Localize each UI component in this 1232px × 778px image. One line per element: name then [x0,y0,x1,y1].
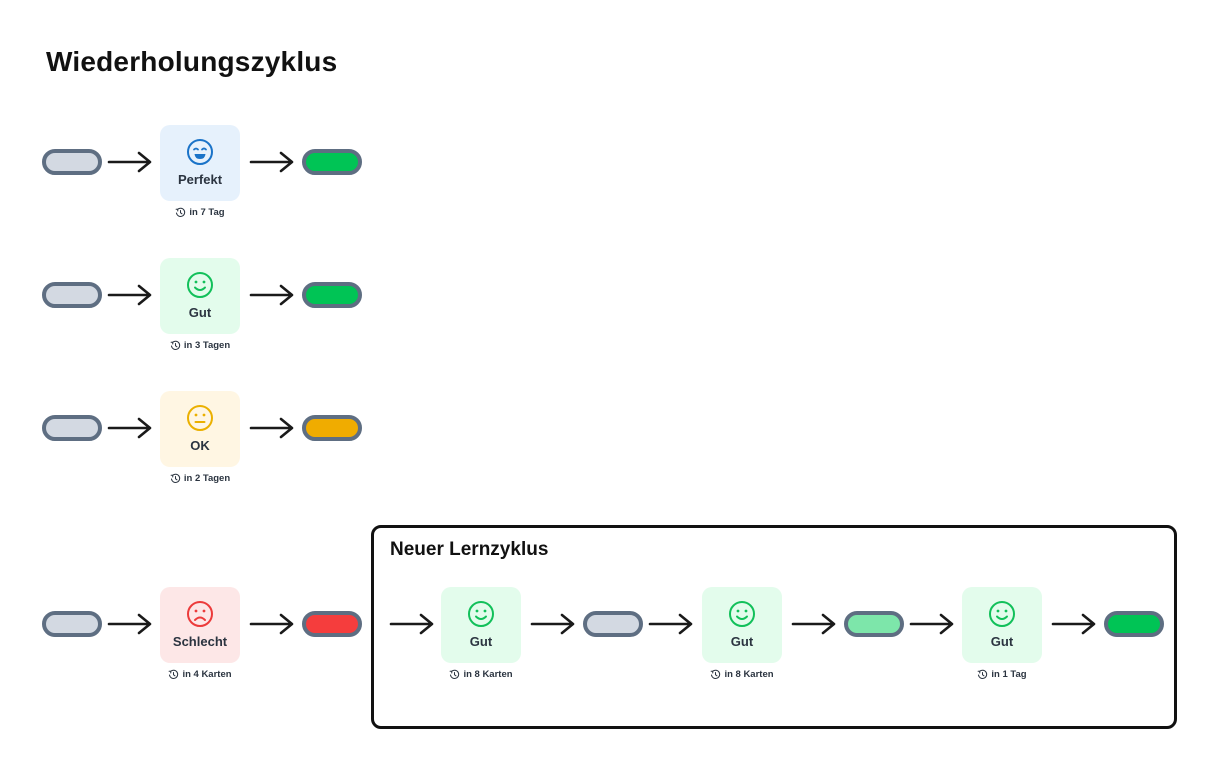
arrow-icon [107,612,153,636]
arrow-icon [791,612,837,636]
repeat-clock-icon [168,669,179,680]
result-pill-neutral [583,611,643,637]
rating-card-schlecht: Schlecht [160,587,240,663]
interval-text: in 8 Karten [463,669,513,680]
arrow-icon [249,283,295,307]
repeat-clock-icon [170,340,181,351]
arrow-icon [1051,612,1097,636]
result-pill-yellow [302,415,362,441]
page-title: Wiederholungszyklus [46,46,338,77]
interval-text: in 4 Karten [182,669,232,680]
interval-label: in 8 Karten [682,669,802,680]
arrow-icon [389,612,435,636]
new-cycle-title: Neuer Lernzyklus [390,539,549,560]
arrow-icon [107,416,153,440]
repeat-clock-icon [175,207,186,218]
interval-label: in 7 Tag [140,207,260,218]
smiling-face-icon [988,587,1016,628]
result-pill-light-green [844,611,904,637]
start-pill [42,282,102,308]
start-pill [42,149,102,175]
repeat-clock-icon [170,473,181,484]
interval-label: in 3 Tagen [140,340,260,351]
arrow-icon [249,150,295,174]
rating-label: Gut [469,634,493,649]
rating-card-gut: Gut [441,587,521,663]
neutral-face-icon [186,391,214,432]
interval-label: in 2 Tagen [140,473,260,484]
result-pill-red [302,611,362,637]
smiling-face-icon [186,258,214,299]
new-cycle-box [371,525,1177,729]
interval-text: in 2 Tagen [183,473,231,484]
rating-card-ok: OK [160,391,240,467]
arrow-icon [249,612,295,636]
rating-label: Schlecht [172,634,228,649]
interval-text: in 8 Karten [724,669,774,680]
rating-label: Gut [730,634,754,649]
rating-card-gut: Gut [702,587,782,663]
rating-label: Perfekt [177,172,223,187]
interval-label: in 8 Karten [421,669,541,680]
result-pill-green [1104,611,1164,637]
arrow-icon [530,612,576,636]
rating-card-gut: Gut [160,258,240,334]
interval-text: in 1 Tag [991,669,1027,680]
sad-face-icon [186,587,214,628]
result-pill-green [302,282,362,308]
result-pill-green [302,149,362,175]
arrow-icon [107,283,153,307]
rating-card-perfekt: Perfekt [160,125,240,201]
interval-text: in 3 Tagen [183,340,231,351]
smiling-face-icon [728,587,756,628]
start-pill [42,611,102,637]
rating-card-gut: Gut [962,587,1042,663]
arrow-icon [249,416,295,440]
start-pill [42,415,102,441]
arrow-icon [107,150,153,174]
arrow-icon [909,612,955,636]
interval-label: in 4 Karten [140,669,260,680]
rating-label: Gut [990,634,1014,649]
interval-text: in 7 Tag [189,207,225,218]
repeat-clock-icon [449,669,460,680]
repeat-clock-icon [710,669,721,680]
rating-label: Gut [188,305,212,320]
interval-label: in 1 Tag [942,669,1062,680]
laughing-face-icon [186,125,214,166]
arrow-icon [648,612,694,636]
smiling-face-icon [467,587,495,628]
rating-label: OK [190,438,210,453]
repeat-clock-icon [977,669,988,680]
